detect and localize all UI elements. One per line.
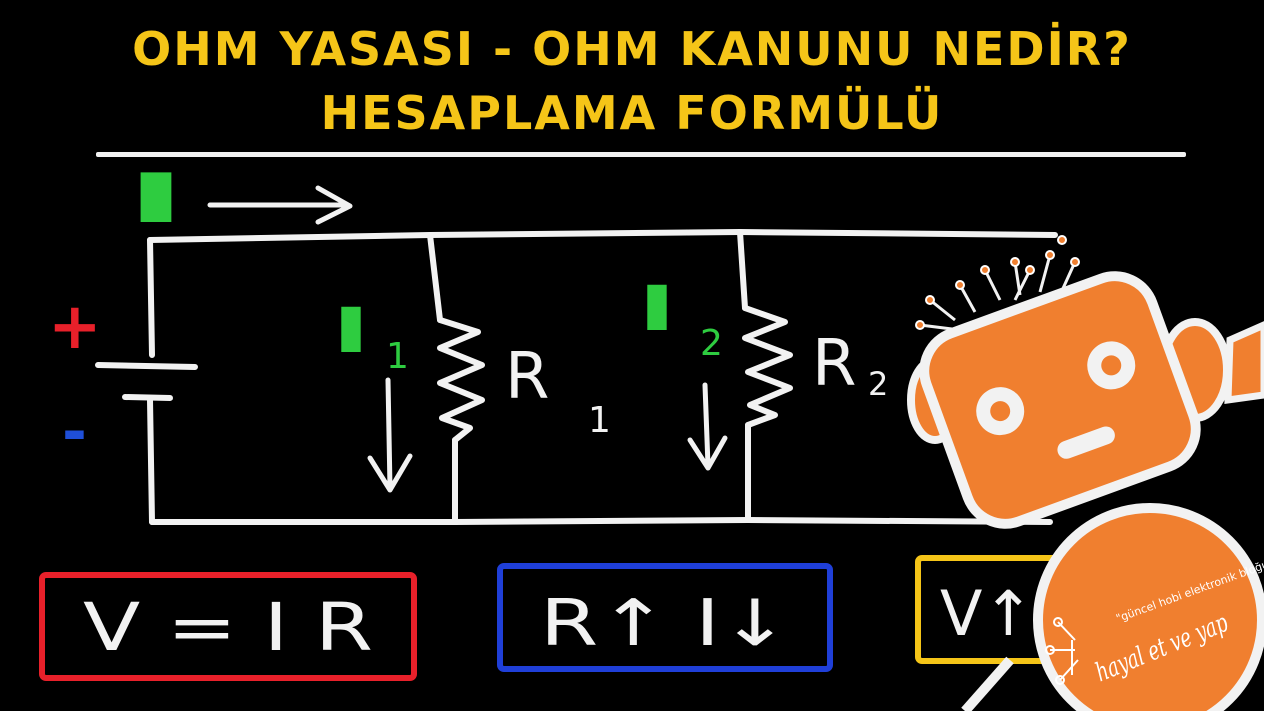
page-title-line-2: HESAPLAMA FORMÜLÜ xyxy=(320,86,944,140)
resistor-1-label: R xyxy=(505,340,549,414)
resistor-2-zigzag xyxy=(742,305,793,428)
formula-box-red xyxy=(39,572,417,681)
page-title-line-1: OHM YASASI - OHM KANUNU NEDİR? xyxy=(132,22,1132,76)
arrow-right-icon xyxy=(207,185,353,225)
resistor-1-zigzag xyxy=(437,317,485,443)
wire-branch-2-top xyxy=(737,229,748,311)
robot-body-badge xyxy=(1033,503,1264,711)
battery-long-plate xyxy=(95,362,198,370)
battery-minus-label: - xyxy=(62,397,87,467)
wire-left-bottom xyxy=(147,397,155,525)
wire-left-top xyxy=(147,237,155,358)
circuit-tree-icon xyxy=(1045,617,1079,685)
robot-head xyxy=(919,271,1201,529)
title-divider xyxy=(96,152,1186,157)
robot-mascot-logo: "güncel hobi elektronik bloğu" hayal et … xyxy=(907,235,1264,711)
battery-short-plate xyxy=(122,394,173,401)
resistor-1-subscript: 1 xyxy=(588,400,611,441)
current-2-subscript: 2 xyxy=(700,323,723,364)
wire-branch-1-top xyxy=(427,232,443,323)
current-1-subscript: 1 xyxy=(386,336,409,377)
formula-box-blue xyxy=(497,563,833,672)
current-total-label: I xyxy=(110,160,202,239)
arrow-down-icon xyxy=(367,377,413,493)
resistor-2-subscript: 2 xyxy=(868,365,888,403)
formula-ohm-law: V = I R xyxy=(83,589,373,666)
robot-second-head-edge xyxy=(1224,321,1264,405)
robot-mouth xyxy=(1057,426,1115,459)
formula-resistance-relation: R↑ I↓ xyxy=(540,587,790,661)
wire-top xyxy=(147,229,1058,243)
current-2-label: I xyxy=(628,272,686,345)
wire-bottom xyxy=(149,517,1053,525)
circuit xyxy=(95,229,1058,525)
resistor-2-label: R xyxy=(812,327,856,401)
battery-plus-label: + xyxy=(48,290,102,364)
arrow-down-icon-2 xyxy=(687,382,728,471)
robot-arm xyxy=(961,656,1014,711)
formula-voltage-relation: V↑ xyxy=(940,577,1034,650)
current-1-label: I xyxy=(322,294,380,367)
